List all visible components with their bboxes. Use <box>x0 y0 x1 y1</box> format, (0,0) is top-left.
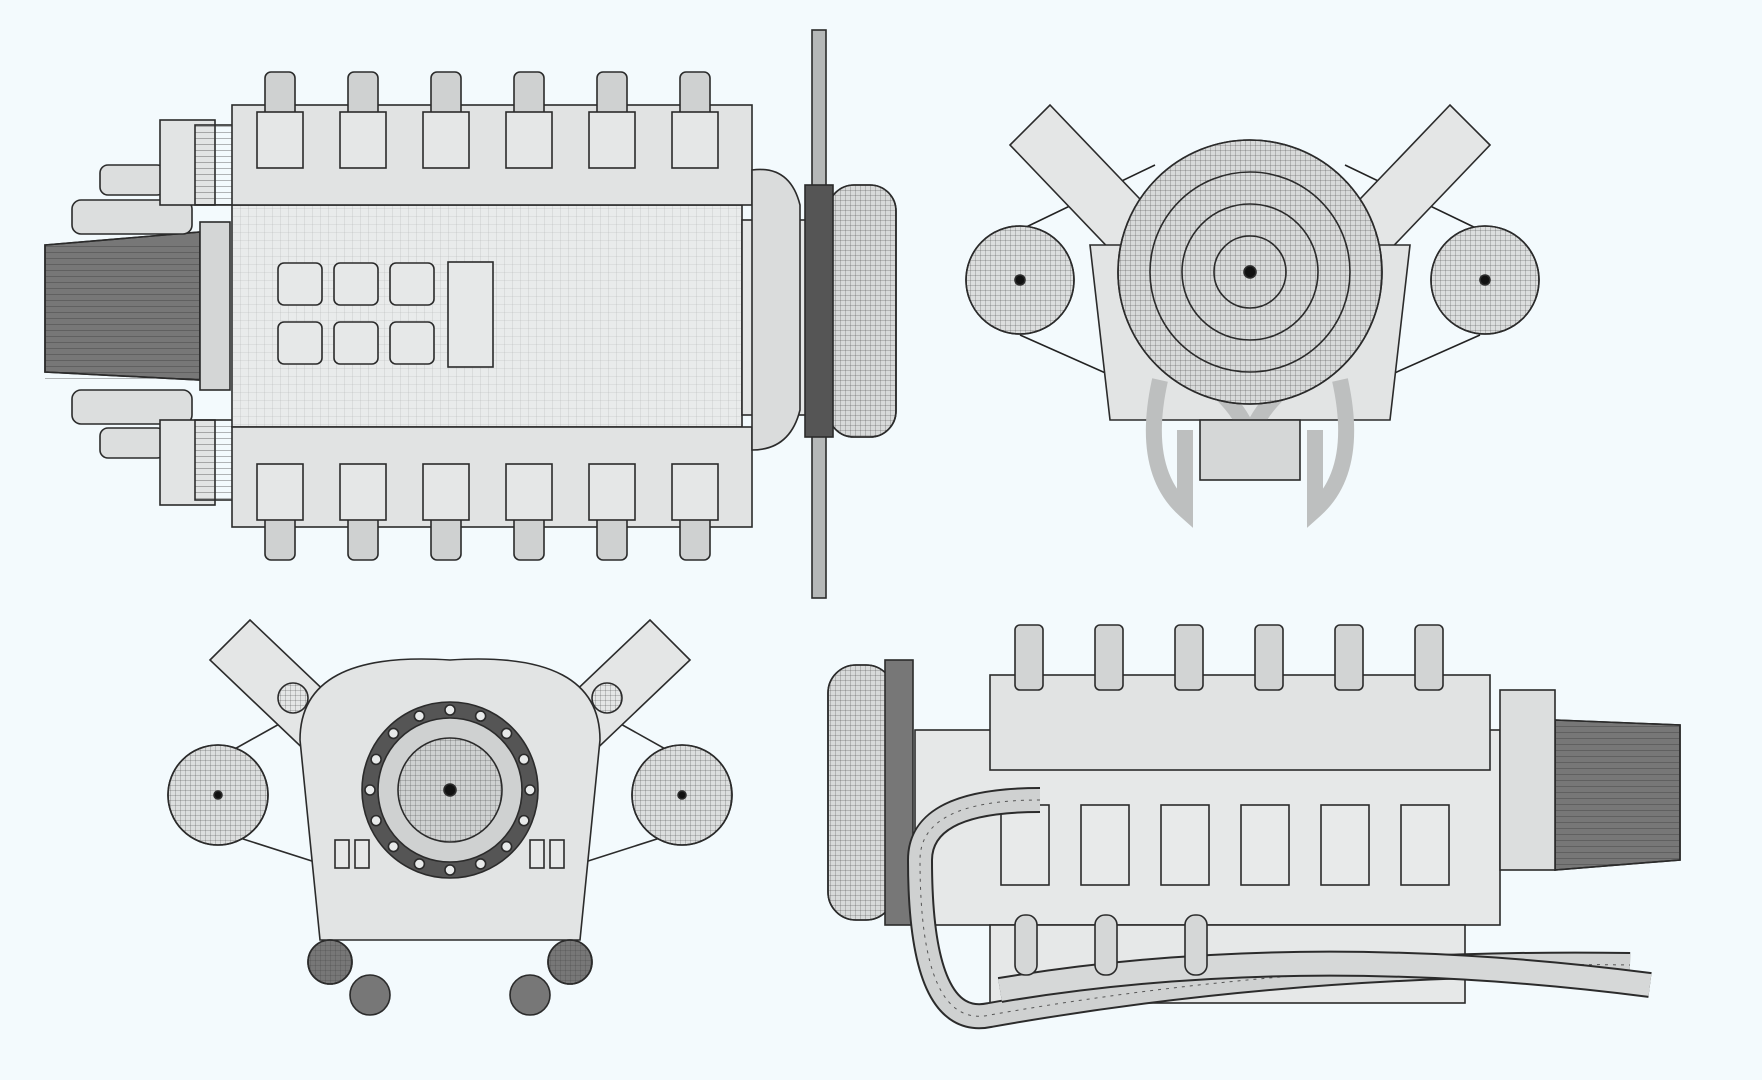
side-exhaust-ports <box>1000 804 1450 886</box>
clutch-tooth-14 <box>474 710 487 722</box>
clutch-tooth-8 <box>370 814 382 827</box>
intake-plenum-ports <box>277 261 494 368</box>
side-port-2 <box>1080 804 1130 886</box>
side-plug-6 <box>1414 624 1444 691</box>
side-plug-2 <box>1094 624 1124 691</box>
coil-pack-bottom-6 <box>671 463 719 521</box>
clutch-tooth-11 <box>387 727 400 740</box>
clutch-tooth-7 <box>387 840 400 853</box>
side-exhaust-pipe <box>906 787 1652 1030</box>
rear-view <box>167 618 733 1016</box>
cylinder-head-right-bank <box>231 426 753 528</box>
coil-pack-bottom-2 <box>339 463 387 521</box>
coil-pack-bottom-4 <box>505 463 553 521</box>
harmonic-damper <box>1117 139 1383 405</box>
side-port-1 <box>1000 804 1050 886</box>
side-view <box>827 624 1681 1030</box>
clutch-tooth-1 <box>524 784 536 796</box>
side-port-3 <box>1160 804 1210 886</box>
clutch-tooth-9 <box>364 784 376 796</box>
side-plug-4 <box>1254 624 1284 691</box>
coil-pack-top-2 <box>339 111 387 169</box>
top-view <box>44 29 897 599</box>
side-spark-plugs <box>1014 624 1444 691</box>
clutch-tooth-12 <box>413 710 426 722</box>
rear-left-pulley <box>167 744 269 846</box>
fuel-rails <box>71 119 236 506</box>
clutch-tooth-16 <box>518 753 530 766</box>
intake-trumpets <box>44 221 231 391</box>
side-cylinder-head <box>989 674 1491 771</box>
cylinder-head-left-bank <box>231 104 753 206</box>
side-plug-1 <box>1014 624 1044 691</box>
clutch-tooth-10 <box>370 753 382 766</box>
coil-pack-top-4 <box>505 111 553 169</box>
side-port-5 <box>1320 804 1370 886</box>
side-port-6 <box>1400 804 1450 886</box>
clutch-tooth-13 <box>444 704 456 716</box>
rear-fuel-injectors <box>334 839 565 869</box>
clutch-tooth-2 <box>518 814 530 827</box>
coil-pack-bottom-1 <box>256 463 304 521</box>
side-plug-3 <box>1174 624 1204 691</box>
front-view <box>965 103 1540 528</box>
coil-pack-top-3 <box>422 111 470 169</box>
side-port-4 <box>1240 804 1290 886</box>
coil-pack-top-6 <box>671 111 719 169</box>
coil-pack-top-1 <box>256 111 304 169</box>
side-plug-5 <box>1334 624 1364 691</box>
coil-pack-bottom-3 <box>422 463 470 521</box>
clutch-tooth-3 <box>500 840 513 853</box>
clutch-tooth-4 <box>474 858 487 870</box>
clutch-tooth-15 <box>500 727 513 740</box>
coil-pack-top-5 <box>588 111 636 169</box>
clutch-tooth-5 <box>444 864 456 876</box>
clutch-assembly <box>361 701 539 879</box>
spark-plug-row-top <box>256 71 719 169</box>
side-downpipes <box>1014 914 1208 976</box>
clutch-teeth <box>364 704 536 876</box>
rear-exhaust-tips <box>307 939 593 1016</box>
left-pulley <box>965 225 1075 335</box>
right-pulley <box>1430 225 1540 335</box>
coil-pack-bottom-5 <box>588 463 636 521</box>
spark-plug-row-bottom <box>256 463 719 561</box>
clutch-tooth-6 <box>413 858 426 870</box>
rear-right-pulley <box>631 744 733 846</box>
